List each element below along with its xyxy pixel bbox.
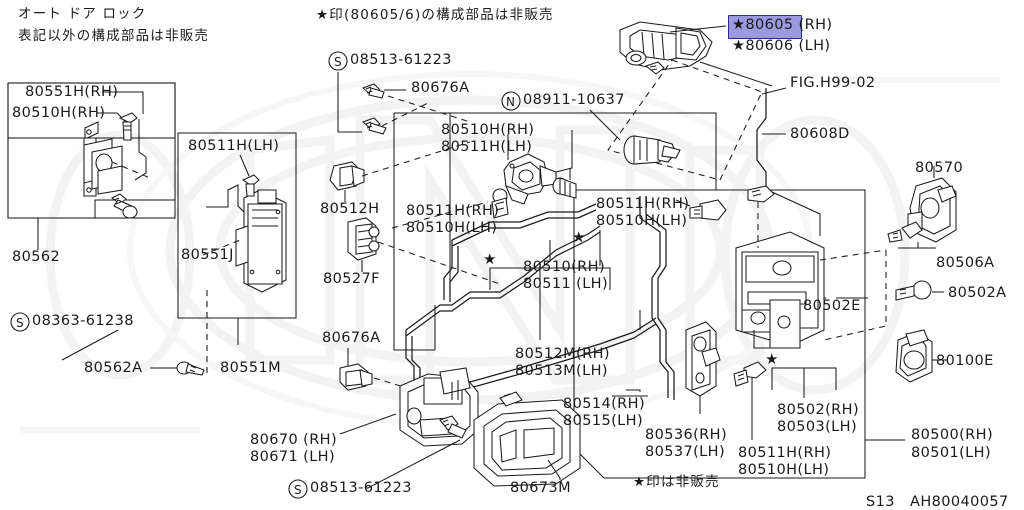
screw-08513-bottom [439, 415, 467, 439]
label-80514-rh: 80514(RH) [563, 396, 646, 412]
label-80671-lh: 80671 (LH) [250, 449, 336, 465]
label-80503-lh: 80503(LH) [777, 419, 858, 435]
label-80673M: 80673M [510, 480, 572, 496]
label-80510H-rh: 80510H(RH) [12, 105, 106, 121]
screw-80562A [176, 361, 205, 376]
label-80502A: 80502A [948, 285, 1007, 301]
door-lock-actuator [735, 231, 825, 349]
label-80515-lh: 80515(LH) [563, 413, 644, 429]
part-80570 [907, 177, 957, 243]
note-title-jp: オート ドア ロック [18, 6, 147, 22]
label-08911-10637: 08911-10637 [523, 92, 625, 108]
label-80536-rh: 80536(RH) [645, 427, 728, 443]
clip-80527F [347, 217, 380, 261]
inside-handle-80670 [399, 367, 479, 447]
label-80500-rh: 80500(RH) [911, 427, 994, 443]
label-80537-lh: 80537(LH) [645, 444, 726, 460]
key-cylinder [623, 135, 681, 165]
label-inner3-80510H-lh: 80510H(LH) [738, 462, 830, 478]
label-80501-lh: 80501(LH) [911, 445, 992, 461]
label-80562A: 80562A [84, 360, 143, 376]
label-inner-80510H-lh: 80510H(LH) [406, 220, 498, 236]
star-marker: ★ [572, 228, 585, 246]
label-80511-lh: 80511 (LH) [523, 276, 609, 292]
label-inner2-80511H-rh: 80511H(RH) [596, 196, 690, 212]
label-80605-rh[interactable]: ★80605 (RH) [732, 17, 833, 33]
svg-text:S: S [16, 316, 24, 330]
clip-80512H [329, 161, 365, 191]
circle-s-top: S [328, 51, 348, 71]
label-fig-h99-02[interactable]: FIG.H99-02 [790, 75, 876, 91]
latch-80536 [685, 321, 721, 397]
escutcheon-80673M [473, 391, 581, 487]
label-80502-rh: 80502(RH) [777, 402, 860, 418]
note-star-top: ★印(80605/6)の構成部品は非販売 [316, 7, 554, 23]
label-80527F: 80527F [323, 271, 380, 287]
label-80676A-bottom: 80676A [322, 330, 381, 346]
label-inner-80511H-lh: 80511H(LH) [441, 139, 533, 155]
note-subtitle-jp: 表記以外の構成部品は非販売 [18, 28, 210, 44]
part-80100E [895, 329, 933, 383]
circle-n: N [501, 91, 521, 111]
label-inner-80511H-rh: 80511H(RH) [406, 203, 500, 219]
outer-door-handle [619, 21, 713, 75]
label-80511H-lh: 80511H(LH) [188, 138, 280, 154]
clip-80676A-bottom [339, 363, 373, 391]
label-80670-rh: 80670 (RH) [250, 432, 338, 448]
svg-text:S: S [334, 55, 342, 69]
label-80551J: 80551J [181, 247, 234, 263]
note-star-bottom: ★印は非販売 [633, 474, 720, 490]
label-80570: 80570 [915, 160, 964, 176]
label-80512M-rh: 80512M(RH) [515, 346, 610, 362]
label-80608D: 80608D [790, 126, 850, 142]
screw-80676A-top [361, 83, 385, 99]
label-80676A-top: 80676A [411, 80, 470, 96]
label-80510-rh: 80510(RH) [523, 259, 606, 275]
screw-80506A [887, 221, 923, 243]
label-inner-80510H-rh: 80510H(RH) [441, 122, 535, 138]
label-08363-61238: 08363-61238 [32, 313, 134, 329]
screw-08363 [111, 193, 138, 219]
star-marker: ★ [765, 350, 778, 368]
label-inner2-80510H-lh: 80510H(LH) [596, 213, 688, 229]
label-08513-61223-top: 08513-61223 [350, 52, 452, 68]
striker-center [503, 153, 557, 205]
circle-s-left: S [10, 312, 30, 332]
screw-lower-08513 [361, 117, 387, 135]
svg-text:N: N [506, 95, 515, 109]
diagram-code: S13 [866, 494, 895, 510]
label-80562: 80562 [12, 249, 61, 265]
label-80551H-rh: 80551H(RH) [25, 84, 119, 100]
label-80502E: 80502E [803, 298, 861, 314]
label-08513-61223-bottom: 08513-61223 [310, 480, 412, 496]
label-inner3-80511H-rh: 80511H(RH) [738, 445, 832, 461]
label-80551M: 80551M [220, 360, 282, 376]
screw-80502A [895, 280, 932, 301]
star-marker: ★ [483, 250, 496, 268]
label-80606-lh: ★80606 (LH) [732, 38, 831, 54]
drawing-number: AH80040057 [910, 494, 1009, 510]
selection-highlight [728, 15, 802, 39]
label-80506A: 80506A [936, 255, 995, 271]
label-80512H: 80512H [320, 201, 380, 217]
circle-s-bottom: S [288, 479, 308, 499]
label-80100E: 80100E [936, 353, 994, 369]
label-80513M-lh: 80513M(LH) [515, 363, 608, 379]
svg-text:S: S [294, 483, 302, 497]
